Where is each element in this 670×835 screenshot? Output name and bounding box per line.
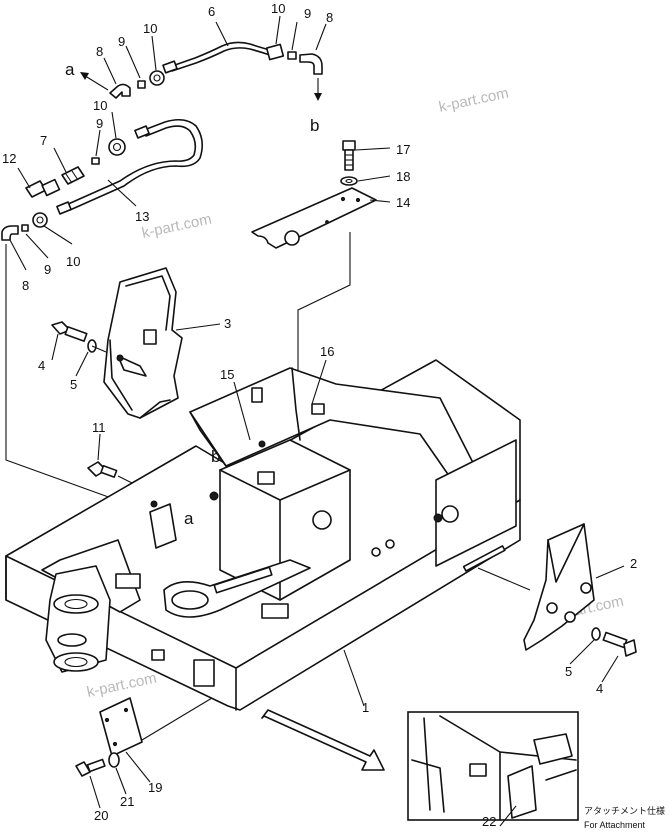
guard-bracket-2 [523, 523, 637, 657]
cover-plate-14-group [251, 140, 377, 249]
fitting-9-left [137, 80, 146, 89]
callout-leaders [9, 15, 625, 809]
fitting-11 [87, 461, 139, 487]
callout-10-lower: 10 [66, 254, 80, 269]
cover-plate-19 [99, 697, 143, 757]
callout-22: 22 [482, 814, 496, 829]
watermark-4: k-part.com [85, 670, 158, 701]
callout-10-left: 10 [143, 21, 157, 36]
access-cover-19-group [75, 697, 143, 777]
callout-21: 21 [120, 794, 134, 809]
hose-6 [171, 41, 271, 67]
callout-18: 18 [396, 169, 410, 184]
callout-3: 3 [224, 316, 231, 331]
inset-arrow [261, 709, 385, 771]
callout-20: 20 [94, 808, 108, 823]
callout-labels: 1 2 3 4 4 5 5 6 7 8 8 8 9 9 9 9 10 10 10… [2, 1, 637, 829]
inset-frame [407, 711, 579, 821]
nut-10-left [149, 70, 165, 86]
main-frame-1 [5, 359, 521, 711]
watermark-2: k-part.com [140, 211, 213, 242]
callout-11: 11 [92, 420, 106, 435]
attachment-inset [407, 711, 579, 827]
callout-9-lower: 9 [44, 262, 51, 277]
elbow-8-left [109, 83, 131, 99]
callout-5-right: 5 [565, 664, 572, 679]
callout-6: 6 [208, 4, 215, 19]
inset-cover-22 [507, 765, 537, 819]
callout-2: 2 [630, 556, 637, 571]
bolt-17 [342, 140, 356, 151]
callout-14: 14 [396, 195, 410, 210]
callout-13: 13 [135, 209, 149, 224]
fitting-9-lower [21, 224, 29, 232]
callout-16: 16 [320, 344, 334, 359]
callout-17: 17 [396, 142, 410, 157]
callout-12: 12 [2, 151, 16, 166]
nut-10-lower [32, 212, 48, 228]
callout-15: 15 [220, 367, 234, 382]
callout-9-left: 9 [118, 34, 125, 49]
flow-label-b-frame: b [211, 447, 220, 466]
nut-10-mid [108, 138, 126, 156]
washer-18 [340, 176, 358, 186]
flow-label-b-top: b [310, 116, 319, 135]
callout-8-lower: 8 [22, 278, 29, 293]
fitting-9-top [287, 51, 297, 60]
bolt-4-right [602, 631, 628, 649]
washer-21 [108, 752, 120, 768]
callout-8-topright: 8 [326, 10, 333, 25]
hose-13 [69, 118, 204, 211]
callout-8-topleft: 8 [96, 44, 103, 59]
callout-5-left: 5 [70, 377, 77, 392]
nut-10-top [265, 43, 285, 61]
elbow-8-lower [1, 225, 19, 241]
callout-1: 1 [362, 700, 369, 715]
upper-hose-assembly [80, 41, 323, 101]
callout-10-topright: 10 [271, 1, 285, 16]
callout-4-left: 4 [38, 358, 45, 373]
guard-bracket-3 [51, 267, 183, 419]
callout-10-mid: 10 [93, 98, 107, 113]
flow-label-a-top: a [65, 60, 75, 79]
fitting-9-mid [91, 157, 100, 165]
inset-caption-jp: アタッチメント仕様 [584, 805, 665, 816]
cover-plate-14 [251, 187, 377, 249]
watermark-1: k-part.com [437, 85, 510, 116]
callout-9-topright: 9 [304, 6, 311, 21]
washer-5-right [591, 627, 601, 641]
callout-4-right: 4 [596, 681, 603, 696]
inset-caption: アタッチメント仕様 For Attachment [584, 805, 665, 830]
flow-label-a-frame: a [184, 509, 194, 528]
callout-7: 7 [40, 133, 47, 148]
callout-9-mid: 9 [96, 116, 103, 131]
inset-caption-en: For Attachment [584, 820, 646, 830]
elbow-8-top [299, 53, 323, 75]
hose-13-assembly [1, 118, 204, 241]
callout-19: 19 [148, 780, 162, 795]
flow-letters: a b b a [65, 60, 319, 528]
connector-7 [61, 166, 85, 185]
